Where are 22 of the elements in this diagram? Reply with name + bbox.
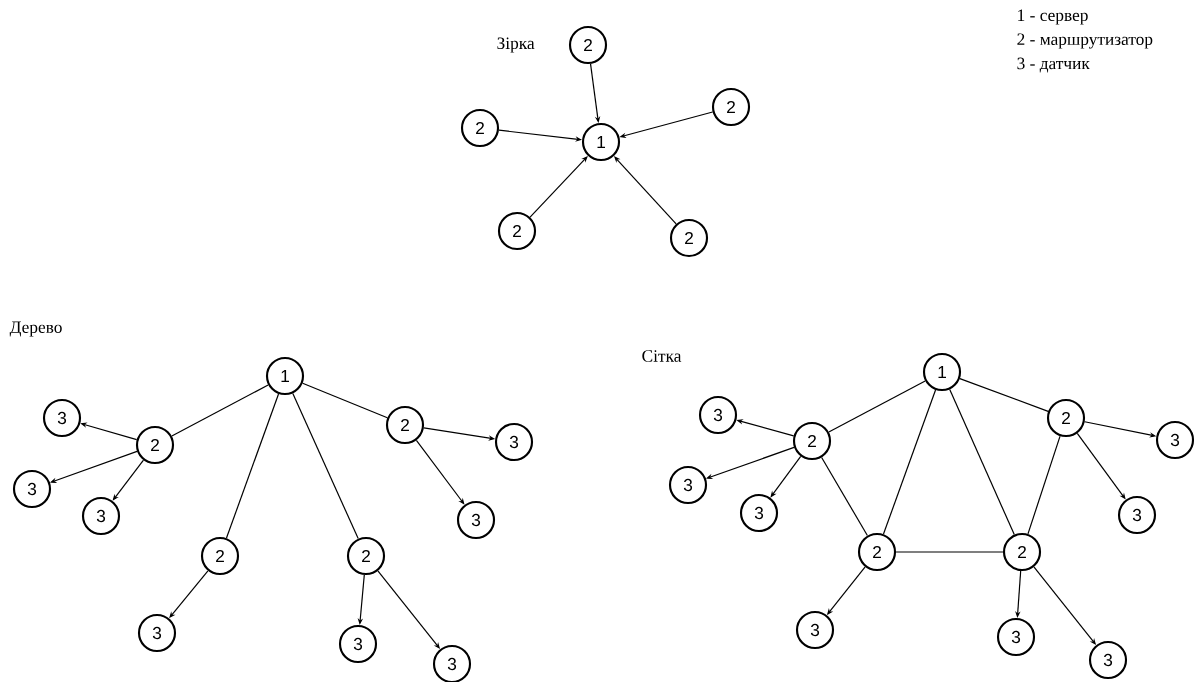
connector-line [895,551,1004,553]
arrow [1015,570,1022,618]
connector-line [302,382,388,419]
connector-line [292,392,359,540]
connector-line [171,384,269,437]
connector-line [821,456,868,537]
arrow [706,446,795,479]
arrow [50,450,138,483]
section-title: Дерево [9,321,62,337]
connector-line [959,378,1049,412]
arrow [112,459,145,501]
section-title: Зірка [497,37,535,53]
connector-line [1027,435,1061,535]
legend-text: 2 - маршрутизатор [1017,33,1153,49]
section-title: Сітка [642,350,682,362]
arrow [415,439,465,505]
legend-text: 3 - датчик [1017,57,1090,73]
connector-line [949,388,1015,536]
connector-line [828,380,926,433]
legend-text: 1 - сервер [1018,9,1088,25]
connector-line [882,389,937,535]
connector-line [225,393,280,539]
